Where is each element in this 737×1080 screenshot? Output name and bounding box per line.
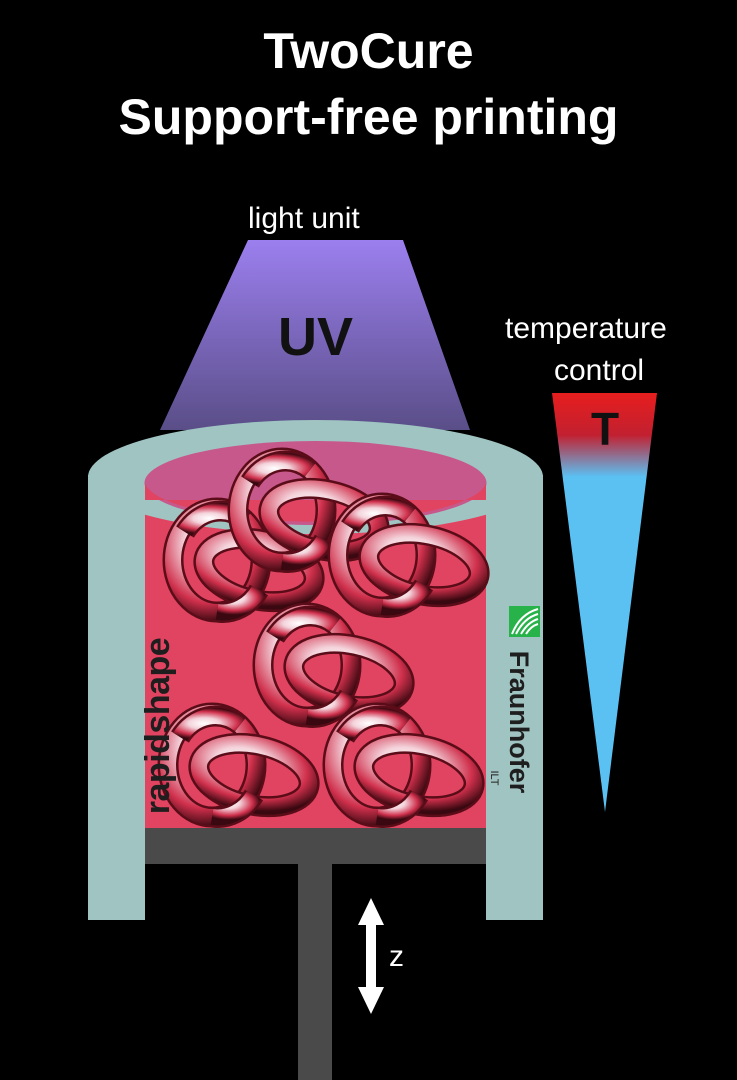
vat-left-wall: [88, 475, 145, 920]
platform-shaft: [298, 864, 332, 1080]
uv-label: UV: [278, 307, 354, 367]
fraunhofer-ilt-label: ILT: [488, 770, 500, 786]
build-platform: [145, 828, 486, 864]
light-unit-label: light unit: [248, 202, 360, 235]
temperature-label: temperature: [505, 312, 667, 345]
title-line-1: TwoCure: [263, 23, 474, 79]
fraunhofer-logo-text: Fraunhofer: [504, 650, 534, 794]
title-line-2: Support-free printing: [118, 89, 619, 145]
temperature-symbol: T: [591, 403, 620, 455]
uv-light-cone: [160, 240, 470, 430]
rapidshape-logo: rapidshape: [139, 637, 177, 815]
temperature-wedge: [552, 393, 657, 812]
fraunhofer-logo-icon: [509, 606, 540, 637]
z-axis-label: z: [389, 940, 404, 973]
control-label: control: [554, 354, 645, 387]
vat-right-wall: [486, 475, 543, 920]
z-axis-arrow: [358, 898, 384, 1014]
